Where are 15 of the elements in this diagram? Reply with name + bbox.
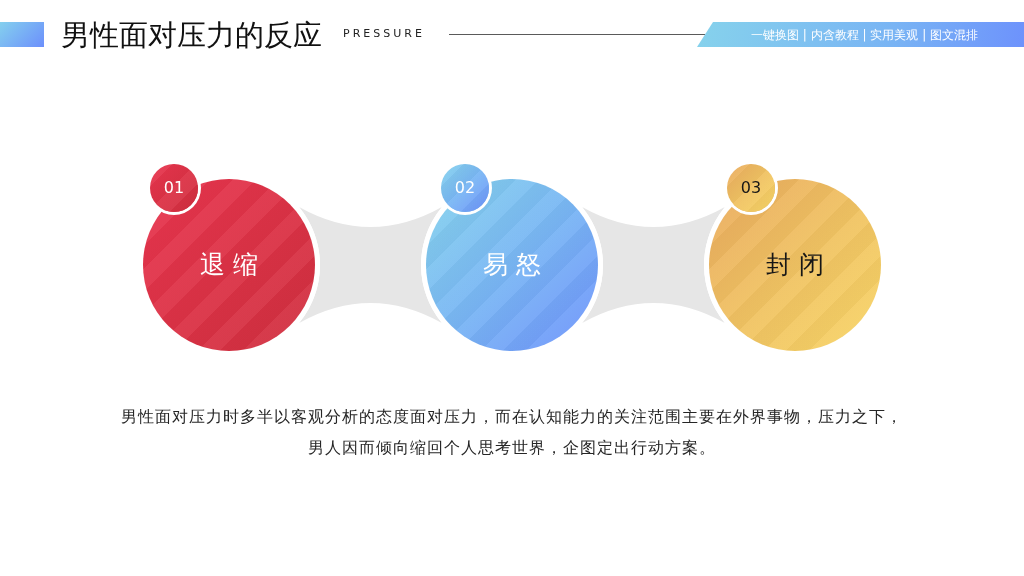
connector-band	[299, 207, 442, 323]
connector-band	[582, 207, 725, 323]
slide-title: 男性面对压力的反应	[61, 17, 322, 54]
number-badge	[441, 164, 489, 212]
step-number: 01	[163, 178, 185, 198]
banner-tagline: 一键换图 | 内含教程 | 实用美观 | 图文混排	[751, 26, 978, 43]
step-number: 03	[740, 178, 762, 198]
description-text: 男性面对压力时多半以客观分析的态度面对压力，而在认知能力的关注范围主要在外界事物，压力之下，男人因而倾向缩回个人思考世界，企图定出行动方案。	[120, 406, 904, 459]
subtitle-text: PRESSURE	[343, 27, 425, 41]
step-label: 封闭	[765, 250, 832, 280]
step-label: 易怒	[482, 250, 549, 280]
number-badge	[727, 164, 775, 212]
number-badge	[150, 164, 198, 212]
step-label: 退缩	[199, 250, 266, 280]
step-number: 02	[454, 178, 476, 198]
